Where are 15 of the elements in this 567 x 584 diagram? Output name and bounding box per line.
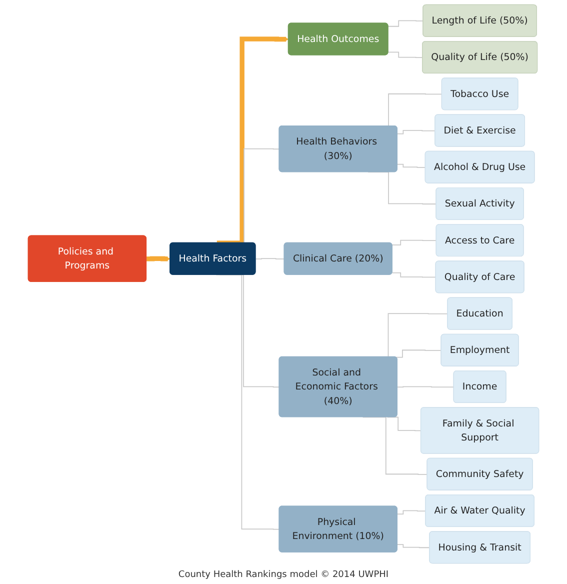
connector	[392, 272, 436, 278]
connector	[388, 20, 424, 27]
connector	[396, 350, 442, 358]
connector	[255, 258, 285, 260]
caption: County Health Rankings model © 2014 UWPHI	[178, 569, 389, 582]
connector	[392, 240, 437, 246]
connector	[397, 544, 430, 548]
connector	[362, 416, 428, 475]
connector	[388, 52, 424, 58]
connector	[397, 164, 426, 168]
connector	[386, 416, 422, 432]
arrow	[146, 256, 170, 262]
connector	[397, 130, 436, 134]
connector	[397, 386, 454, 388]
connector	[397, 510, 426, 515]
